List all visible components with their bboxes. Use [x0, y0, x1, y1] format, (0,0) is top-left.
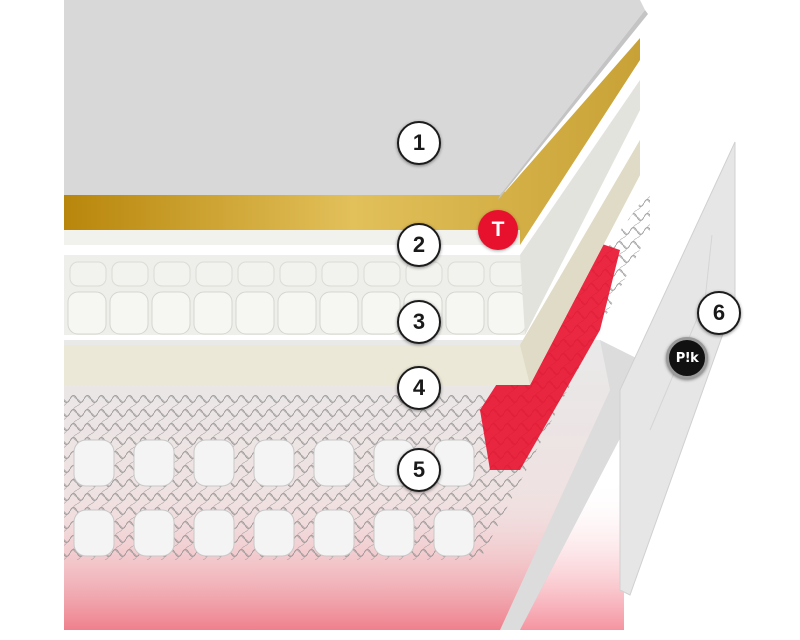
spring-row-lower	[73, 509, 475, 557]
foam-cell-top	[237, 261, 275, 287]
pocket-spring	[373, 509, 415, 557]
foam-cell-top	[447, 261, 485, 287]
foam-cell-top	[69, 261, 107, 287]
foam-cell-top	[321, 261, 359, 287]
foam-cell-top	[279, 261, 317, 287]
foam-cell	[193, 291, 233, 335]
foam-cell	[361, 291, 401, 335]
foam-cell-top	[489, 261, 527, 287]
spring-row-upper	[73, 439, 475, 487]
foam-cell-row	[67, 261, 527, 335]
foam-cell	[277, 291, 317, 335]
callout-layer-4: 4	[397, 366, 441, 410]
pocket-spring	[313, 509, 355, 557]
foam-cell	[109, 291, 149, 335]
pocket-spring-layer	[64, 190, 650, 560]
foam-cell	[151, 291, 191, 335]
callout-layer-6: 6	[697, 291, 741, 335]
latex-layer	[64, 140, 640, 385]
callout-layer-2: 2	[397, 223, 441, 267]
callout-layer-5: 5	[397, 448, 441, 492]
pocket-spring	[313, 439, 355, 487]
foam-cell-top	[195, 261, 233, 287]
pocket-spring	[133, 439, 175, 487]
pocket-spring	[193, 509, 235, 557]
topper-t-badge: T	[478, 210, 518, 250]
pocket-spring	[73, 439, 115, 487]
pocket-spring	[193, 439, 235, 487]
foam-cell	[67, 291, 107, 335]
callout-layer-1: 1	[397, 121, 441, 165]
pocket-spring	[73, 509, 115, 557]
pocket-spring	[133, 509, 175, 557]
pocket-spring	[253, 509, 295, 557]
foam-cell-top	[153, 261, 191, 287]
foam-cell-top	[111, 261, 149, 287]
pocket-spring	[433, 509, 475, 557]
foam-cell	[487, 291, 527, 335]
red-spring-core	[480, 240, 620, 470]
foam-cell	[235, 291, 275, 335]
brand-logo-badge: P!k	[666, 337, 708, 379]
pocket-spring	[253, 439, 295, 487]
foam-cell	[319, 291, 359, 335]
base-side-shadow	[500, 340, 640, 630]
foam-cell-top	[363, 261, 401, 287]
top-sheet	[64, 0, 645, 195]
callout-layer-3: 3	[397, 300, 441, 344]
foam-cell	[445, 291, 485, 335]
